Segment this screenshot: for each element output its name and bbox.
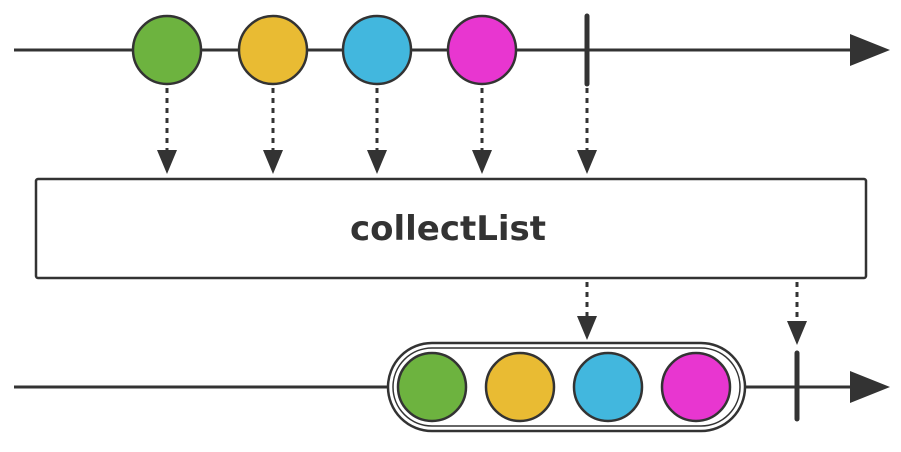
result-marble-yellow — [484, 351, 556, 423]
input-arrow-2-head — [263, 150, 283, 174]
result-timeline-arrowhead — [850, 371, 890, 403]
source-marbles — [131, 14, 518, 86]
source-marble-blue — [341, 14, 413, 86]
input-arrow-3-head — [367, 150, 387, 174]
output-arrow-complete-head — [787, 321, 807, 345]
input-arrow-5-head — [577, 150, 597, 174]
source-timeline-arrowhead — [850, 34, 890, 66]
result-list-capsule-inner — [392, 347, 741, 427]
operator-box-rect — [34, 177, 868, 280]
output-arrow-list-head — [577, 316, 597, 340]
output-arrows — [577, 282, 807, 345]
source-marble-yellow — [237, 14, 309, 86]
result-marble-blue — [572, 351, 644, 423]
source-timeline — [14, 13, 890, 87]
result-list-capsule — [386, 341, 747, 433]
source-marble-magenta — [446, 14, 518, 86]
result-marble-green — [396, 351, 468, 423]
input-arrows — [157, 88, 597, 174]
result-timeline — [14, 341, 890, 433]
result-marble-magenta — [660, 351, 732, 423]
input-arrow-4-head — [472, 150, 492, 174]
operator-box: collectList — [34, 177, 868, 280]
operator-label: collectList — [350, 209, 546, 249]
source-marble-green — [131, 14, 203, 86]
result-marbles — [396, 351, 732, 423]
input-arrow-1-head — [157, 150, 177, 174]
